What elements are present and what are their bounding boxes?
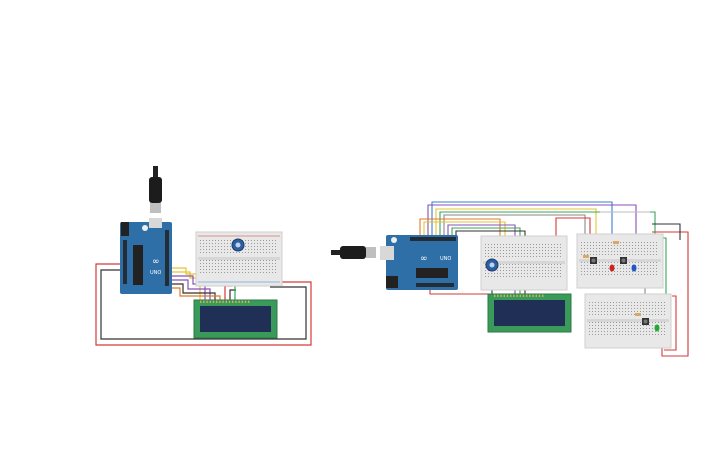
led-green-body [654, 324, 660, 332]
wire-data-6[interactable] [172, 287, 221, 300]
arduino-uno-2[interactable]: ∞ UNO [380, 235, 458, 290]
breadboard-2c[interactable] [584, 293, 672, 349]
pushbutton-3[interactable] [642, 318, 649, 325]
wire-top-red[interactable] [555, 217, 591, 240]
wire-data-5[interactable] [172, 283, 216, 300]
breadboard-1-holes [200, 240, 276, 273]
arduino-2-label: UNO [440, 256, 451, 262]
usb-cable-2[interactable] [331, 246, 376, 259]
led-red-body [609, 264, 615, 272]
usb-cable-1[interactable] [149, 166, 162, 213]
wire-right-black[interactable] [652, 223, 681, 240]
lcd-display-1[interactable] [193, 299, 278, 339]
wire-top-gray[interactable] [443, 214, 586, 238]
potentiometer-2[interactable] [485, 258, 499, 272]
arduino-1-logo: ∞ [152, 257, 160, 267]
wire-bottom-red[interactable] [664, 295, 677, 351]
led-blue[interactable] [631, 264, 637, 272]
arduino-2-logo: ∞ [420, 254, 428, 264]
pushbutton-2[interactable] [620, 257, 627, 264]
circuit-1[interactable]: ∞ UNO [95, 166, 312, 346]
wire-ardu-bottom[interactable] [429, 290, 500, 295]
wire-lcd-bb-1[interactable] [224, 285, 232, 300]
resistor-3[interactable] [635, 313, 641, 316]
resistor-2[interactable] [613, 241, 619, 244]
wire-top-green[interactable] [439, 211, 656, 238]
lcd-1-pins [200, 300, 250, 303]
circuit-2[interactable]: ∞ UNO [331, 201, 689, 357]
arduino-uno-1[interactable]: ∞ UNO [120, 218, 172, 294]
pushbutton-1[interactable] [590, 257, 597, 264]
lcd-2-pins [494, 294, 544, 297]
wire-top-orange[interactable] [419, 218, 501, 240]
led-red[interactable] [609, 264, 615, 272]
wire-black-loop[interactable] [100, 269, 307, 340]
resistor-1[interactable] [583, 255, 589, 258]
wire-top-purple[interactable] [427, 204, 637, 238]
breadboard-2a-holes [485, 244, 561, 277]
lcd-display-2[interactable] [487, 293, 572, 333]
potentiometer-1[interactable] [231, 238, 245, 252]
wire-top-yellow[interactable] [435, 208, 597, 238]
wire-red-loop[interactable] [95, 263, 312, 346]
led-green[interactable] [654, 324, 660, 332]
wire-lcd-bb-2[interactable] [229, 289, 236, 300]
arduino-1-label: UNO [150, 270, 161, 276]
wire-data-1[interactable] [172, 267, 198, 275]
led-blue-body [631, 264, 637, 272]
breadboard-2b-holes [581, 242, 657, 275]
